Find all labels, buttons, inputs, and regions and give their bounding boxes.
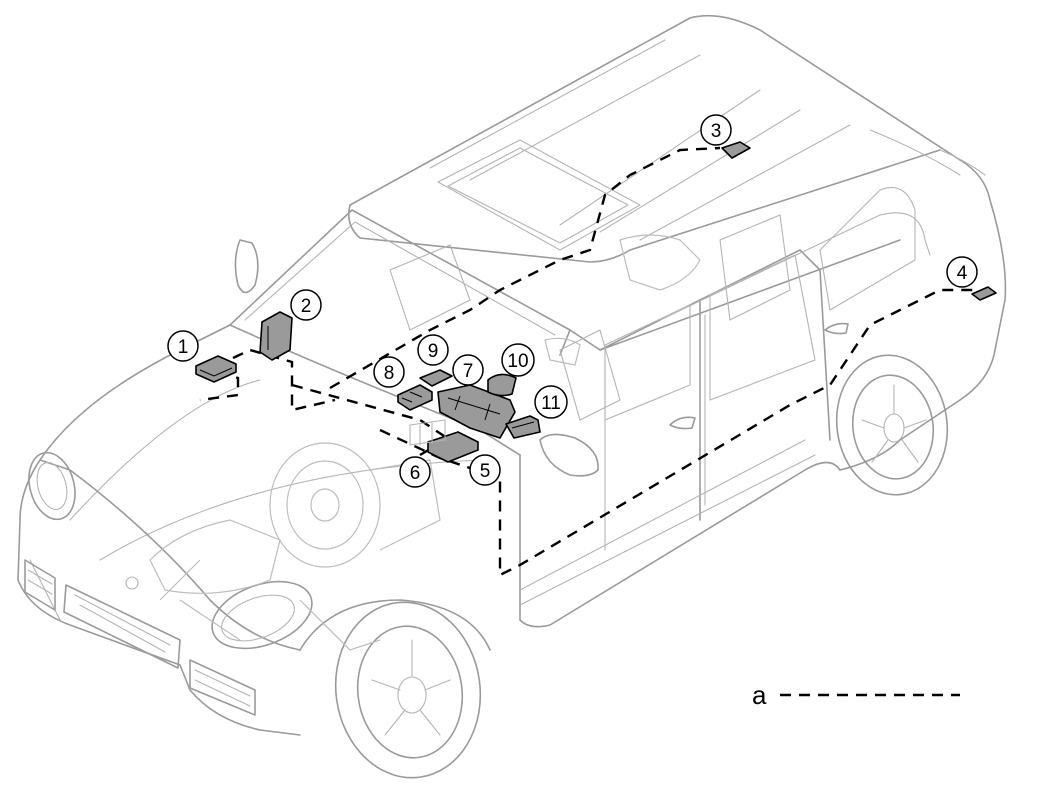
callout-3-label: 3 bbox=[711, 121, 722, 142]
control-unit-9 bbox=[419, 369, 453, 387]
bus-line-2 bbox=[232, 348, 336, 412]
control-unit-3 bbox=[721, 141, 751, 159]
callout-10: 10 bbox=[501, 343, 535, 377]
control-unit-8 bbox=[397, 384, 433, 411]
callout-4: 4 bbox=[946, 256, 978, 288]
control-unit-4 bbox=[971, 286, 997, 301]
data-bus-lines bbox=[199, 146, 975, 577]
callout-6: 6 bbox=[399, 456, 431, 488]
callout-7-label: 7 bbox=[463, 361, 474, 382]
legend: a bbox=[752, 680, 960, 710]
callout-1-label: 1 bbox=[178, 337, 189, 358]
callout-6-label: 6 bbox=[410, 463, 421, 484]
bus-line-3 bbox=[291, 383, 451, 441]
callout-3: 3 bbox=[700, 114, 732, 146]
callout-2: 2 bbox=[290, 289, 322, 321]
callout-10-label: 10 bbox=[507, 351, 528, 372]
bus-line-5 bbox=[379, 288, 975, 577]
control-unit-1 bbox=[195, 355, 237, 383]
control-unit-6 bbox=[409, 419, 446, 446]
wheel-rear bbox=[835, 354, 949, 496]
callout-4-label: 4 bbox=[957, 263, 968, 284]
callout-2-label: 2 bbox=[301, 296, 312, 317]
seats bbox=[389, 214, 791, 421]
control-unit-2 bbox=[259, 311, 293, 361]
callout-1: 1 bbox=[167, 330, 199, 362]
engine-and-driveline bbox=[149, 234, 701, 651]
control-unit-11 bbox=[505, 415, 541, 439]
control-unit-10 bbox=[487, 373, 517, 397]
callout-8-label: 8 bbox=[384, 363, 395, 384]
control-unit-5 bbox=[427, 431, 479, 463]
callout-5: 5 bbox=[469, 454, 501, 486]
callout-7: 7 bbox=[452, 354, 484, 386]
legend-label: a bbox=[752, 680, 767, 710]
bus-line-4 bbox=[329, 146, 721, 390]
callout-5-label: 5 bbox=[480, 461, 491, 482]
callout-8: 8 bbox=[373, 356, 405, 388]
callout-11-label: 11 bbox=[541, 393, 561, 414]
callout-9: 9 bbox=[417, 334, 449, 366]
callout-11: 11 bbox=[534, 385, 568, 419]
wheel-front bbox=[299, 599, 491, 779]
callout-9-label: 9 bbox=[428, 341, 439, 362]
